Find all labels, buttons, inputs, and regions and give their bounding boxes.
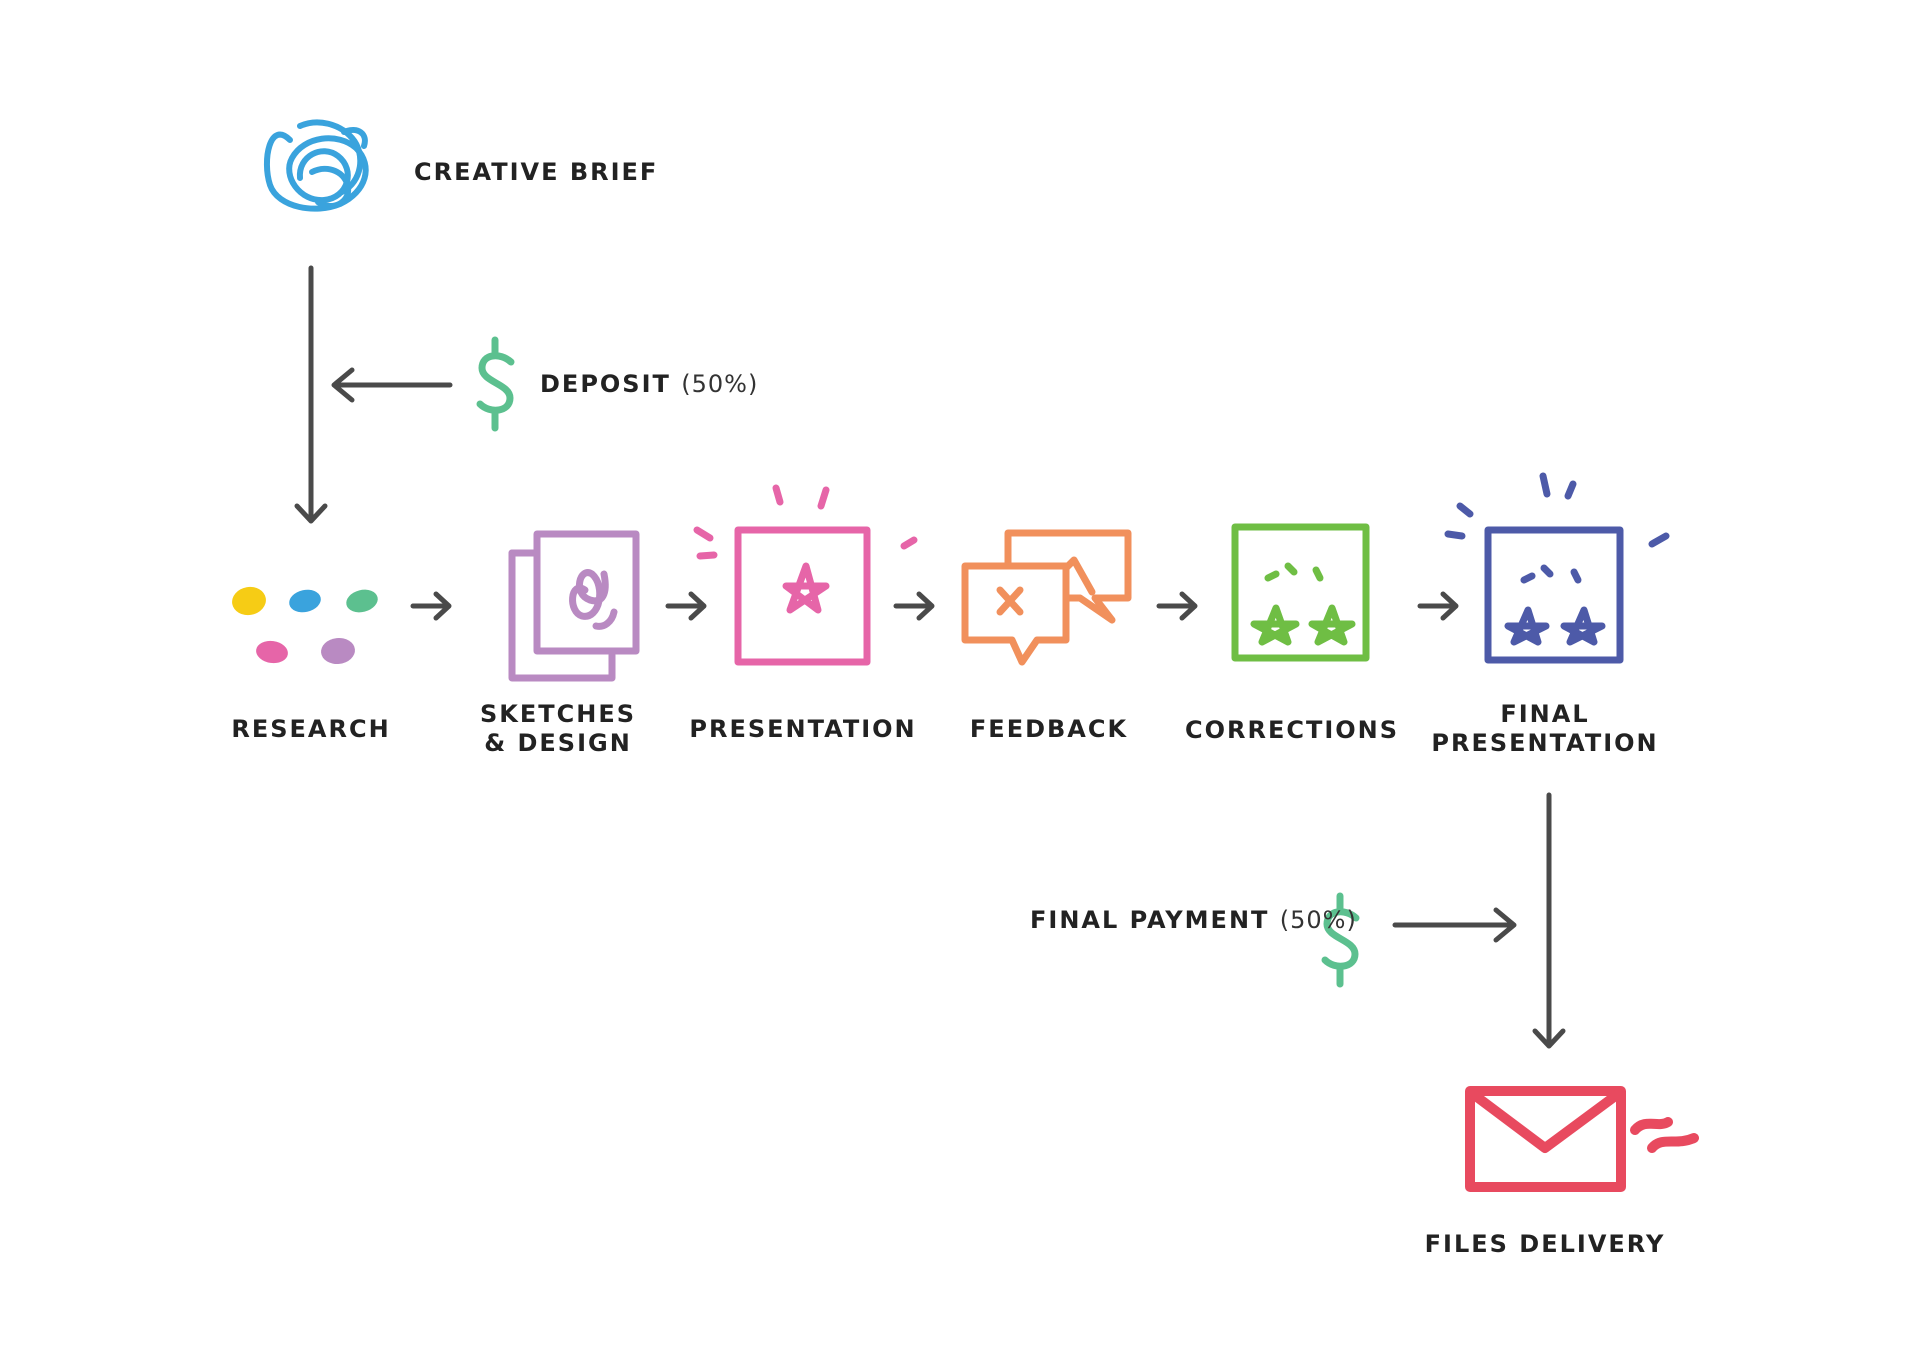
label-final-payment: FINAL PAYMENT (50%) [1030, 906, 1357, 935]
label-sketches-design: SKETCHES & DESIGN [480, 700, 636, 758]
label-creative-brief: CREATIVE BRIEF [414, 158, 659, 186]
arrow-presentation-to-feedback [893, 591, 935, 621]
label-final-line2: PRESENTATION [1431, 729, 1659, 757]
star-frame-icon [693, 484, 918, 666]
label-final-line1: FINAL [1500, 700, 1590, 728]
label-final-presentation: FINAL PRESENTATION [1431, 700, 1658, 758]
arrow-corrections-to-final [1417, 591, 1459, 621]
label-presentation: PRESENTATION [689, 715, 917, 743]
arrow-final-payment-head [1493, 907, 1517, 943]
sketch-pages-icon [508, 530, 640, 682]
arrow-brief-to-research-head [294, 503, 328, 524]
label-research: RESEARCH [231, 715, 391, 743]
two-stars-frame-icon-final [1444, 472, 1670, 664]
scribble-icon [264, 119, 369, 212]
label-corrections: CORRECTIONS [1184, 716, 1400, 744]
dollar-icon [476, 336, 515, 432]
envelope-icon [1465, 1086, 1699, 1192]
arrow-deposit-head [331, 367, 355, 403]
step-arrows [410, 591, 1459, 621]
two-stars-frame-icon [1231, 523, 1370, 662]
label-files-delivery: FILES DELIVERY [1424, 1230, 1666, 1258]
dollar-icon-final [1321, 892, 1360, 988]
label-deposit: DEPOSIT (50%) [540, 370, 758, 399]
label-sketches-line2: & DESIGN [484, 729, 632, 757]
label-feedback: FEEDBACK [969, 715, 1129, 743]
color-dots-icon [232, 586, 378, 665]
arrow-sketches-to-presentation [665, 591, 707, 621]
arrow-research-to-sketches [410, 591, 452, 621]
speech-bubbles-icon [961, 529, 1132, 666]
final-payment-share: (50%) [1279, 906, 1357, 934]
arrow-final-to-delivery-head [1532, 1028, 1566, 1049]
final-payment-text: FINAL PAYMENT [1030, 906, 1270, 934]
deposit-share: (50%) [681, 370, 759, 398]
label-sketches-line1: SKETCHES [479, 700, 637, 728]
deposit-text: DEPOSIT [540, 370, 671, 398]
arrow-feedback-to-corrections [1156, 591, 1198, 621]
